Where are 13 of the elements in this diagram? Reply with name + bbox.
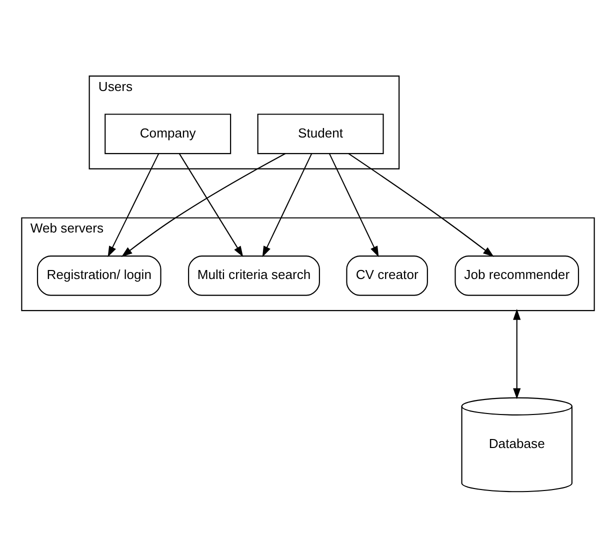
arrow bbox=[262, 154, 312, 258]
arrow bbox=[108, 154, 160, 258]
node-box: Registration/ login bbox=[36, 256, 162, 296]
node-box: Multi criteria search bbox=[188, 256, 320, 296]
arrow bbox=[121, 153, 286, 257]
arrow bbox=[329, 154, 379, 258]
arrow bbox=[348, 153, 494, 257]
arrow bbox=[513, 308, 521, 400]
node-box: Student bbox=[257, 114, 384, 154]
node-box: CV creator bbox=[346, 256, 428, 296]
node-box: Job recommender bbox=[454, 256, 580, 296]
node-box: Company bbox=[104, 114, 232, 154]
arrow bbox=[179, 154, 244, 258]
